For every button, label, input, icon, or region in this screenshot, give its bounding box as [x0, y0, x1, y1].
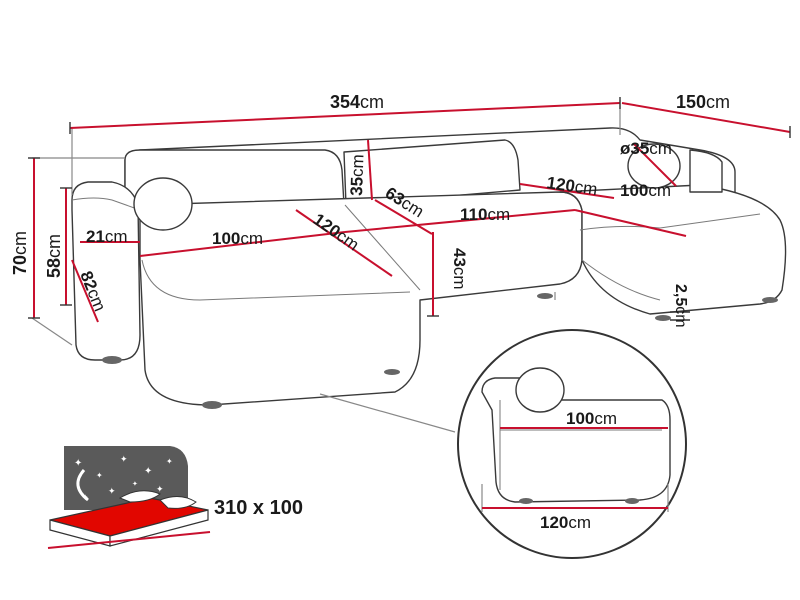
sofa-outline [71, 127, 787, 409]
svg-text:✦: ✦ [96, 471, 103, 480]
inset-label-length: 120cm [540, 513, 591, 532]
label-backrest-height: 35cm [347, 154, 367, 196]
dimension-lines [28, 97, 791, 323]
svg-text:✦: ✦ [120, 454, 128, 464]
label-pillow-diameter: ø35cm [620, 139, 672, 158]
detail-inset: 100cm 120cm [457, 329, 687, 559]
label-seat-height: 43cm [450, 248, 469, 290]
label-arm-width: 21cm [86, 227, 128, 246]
label-height-total: 70cm [10, 231, 30, 275]
sleep-function-icon: ✦ ✦ ✦ ✦ ✦ ✦ ✦ ✦ ✦ 310 x 100 [47, 446, 303, 549]
svg-text:✦: ✦ [166, 457, 173, 466]
label-depth-chaise: 150cm [676, 92, 730, 112]
label-total-width: 354cm [330, 92, 384, 112]
label-leg-height: 2,5cm [672, 284, 689, 328]
svg-text:✦: ✦ [108, 486, 116, 496]
svg-text:✦: ✦ [144, 466, 152, 477]
label-chaise-width: 100cm [620, 181, 671, 200]
label-height-arm: 58cm [44, 234, 64, 278]
bed-size-label: 310 x 100 [214, 497, 303, 519]
svg-text:✦: ✦ [74, 458, 82, 469]
label-seat-width-middle: 110cm [460, 205, 510, 224]
label-chaise-length: 120cm [545, 173, 598, 199]
label-seat-width-left: 100cm [212, 229, 263, 248]
svg-text:✦: ✦ [156, 484, 164, 494]
inset-label-width: 100cm [566, 409, 617, 428]
svg-text:✦: ✦ [132, 480, 138, 488]
extension-lines [31, 100, 621, 433]
left-round-pillow [133, 177, 193, 231]
